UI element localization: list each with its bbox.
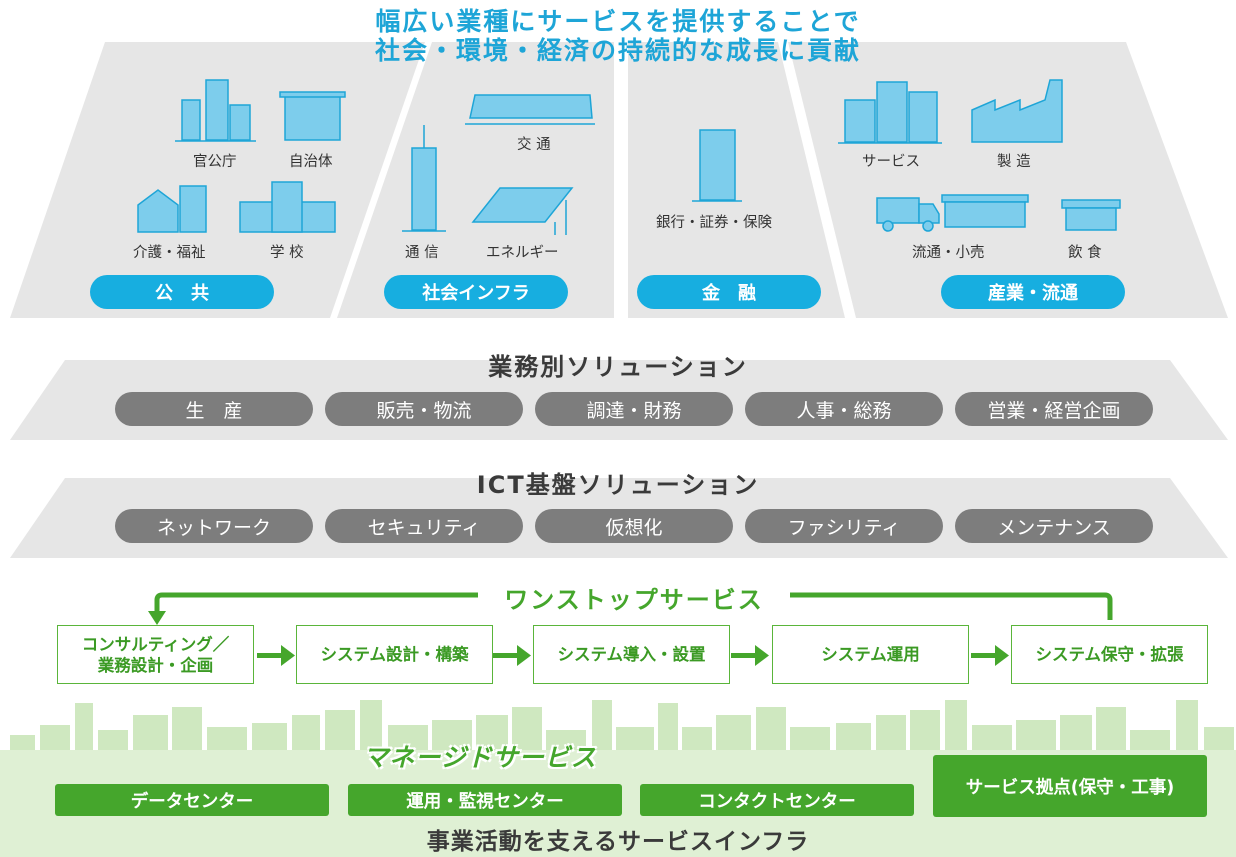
ict-item-maintenance[interactable]: メンテナンス: [955, 509, 1153, 543]
city-hall-icon: [279, 91, 346, 141]
government-building-icon: [175, 79, 256, 142]
service-base-button[interactable]: サービス拠点(保守・工事): [933, 755, 1207, 817]
label-telecom: 通 信: [405, 245, 439, 261]
bank-building-icon: [692, 129, 742, 202]
label-school: 学 校: [270, 245, 304, 261]
label-retail: 流通・小売: [912, 245, 985, 261]
label-manufacturing: 製 造: [997, 154, 1031, 170]
step-consulting[interactable]: コンサルティング／ 業務設計・企画: [57, 625, 254, 684]
label-transport: 交 通: [517, 137, 551, 153]
ict-item-security[interactable]: セキュリティ: [325, 509, 523, 543]
label-restaurant: 飲 食: [1068, 245, 1102, 261]
biz-item-procurement[interactable]: 調達・財務: [535, 392, 733, 426]
solar-panel-icon: [471, 187, 574, 235]
telecom-tower-icon: [402, 125, 446, 232]
pill-industry-distribution[interactable]: 産業・流通: [941, 275, 1125, 309]
step-maintenance-expansion[interactable]: システム保守・拡張: [1011, 625, 1208, 684]
onestop-flow-arrows: [148, 592, 1113, 666]
label-nursing: 介護・福祉: [133, 245, 206, 261]
pill-social-infra[interactable]: 社会インフラ: [384, 275, 568, 309]
biz-item-management[interactable]: 営業・経営企画: [955, 392, 1153, 426]
label-municipality: 自治体: [289, 154, 333, 170]
managed-service-title: マネージドサービス: [363, 743, 597, 772]
managed-operations-monitoring[interactable]: 運用・監視センター: [348, 784, 622, 816]
business-solutions-title: 業務別ソリューション: [488, 353, 748, 381]
industry-panels: [10, 42, 1228, 318]
ict-solutions-title: ICT基盤ソリューション: [476, 471, 760, 499]
train-icon: [465, 94, 595, 125]
step-deployment[interactable]: システム導入・設置: [533, 625, 730, 684]
service-building-icon: [838, 81, 942, 144]
headline-line-2: 社会・環境・経済の持続的な成長に貢献: [374, 36, 861, 65]
ict-item-network[interactable]: ネットワーク: [115, 509, 313, 543]
managed-contact-center[interactable]: コンタクトセンター: [640, 784, 914, 816]
service-infra-footer: 事業活動を支えるサービスインフラ: [426, 829, 810, 855]
pill-finance[interactable]: 金 融: [637, 275, 821, 309]
school-icon: [239, 181, 336, 233]
restaurant-icon: [1061, 199, 1121, 231]
onestop-title: ワンストップサービス: [504, 586, 764, 614]
ict-item-virtualization[interactable]: 仮想化: [535, 509, 733, 543]
biz-item-hr[interactable]: 人事・総務: [745, 392, 943, 426]
pill-public[interactable]: 公 共: [90, 275, 274, 309]
label-finance: 銀行・証券・保険: [656, 215, 772, 231]
biz-item-sales-logistics[interactable]: 販売・物流: [325, 392, 523, 426]
managed-data-center[interactable]: データセンター: [55, 784, 329, 816]
step-operation[interactable]: システム運用: [772, 625, 969, 684]
ict-item-facility[interactable]: ファシリティ: [745, 509, 943, 543]
headline-line-1: 幅広い業種にサービスを提供することで: [375, 7, 861, 36]
label-service: サービス: [862, 154, 920, 170]
step-design-build[interactable]: システム設計・構築: [296, 625, 493, 684]
factory-icon: [971, 79, 1063, 143]
label-government: 官公庁: [193, 154, 237, 170]
label-energy: エネルギー: [486, 245, 559, 261]
nursing-facility-icon: [137, 185, 207, 233]
biz-item-production[interactable]: 生 産: [115, 392, 313, 426]
truck-store-icon: [876, 194, 1029, 232]
